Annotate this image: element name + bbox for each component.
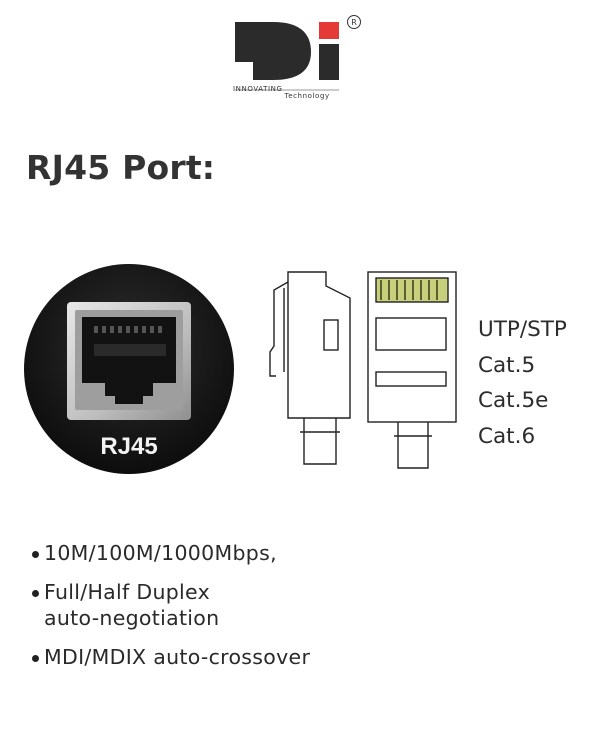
- di-logo: R: [235, 15, 361, 91]
- port-contacts: [94, 326, 162, 333]
- connector-front-slot: [375, 371, 447, 387]
- bullet-dot-icon: [32, 655, 39, 662]
- bullet-dot-icon: [32, 590, 39, 597]
- connector-front-boot: [397, 422, 429, 469]
- feature-item: 10M/100M/1000Mbps,: [32, 540, 310, 566]
- connector-front-body: [367, 271, 457, 423]
- rj45-port-photo: RJ45: [22, 262, 236, 476]
- connector-side-boot: [303, 418, 337, 465]
- connector-front-window: [375, 317, 447, 351]
- connector-side-body: [287, 271, 351, 419]
- connector-latch-clip: [269, 281, 289, 377]
- cable-type-item: Cat.5e: [478, 388, 549, 413]
- connector-front-pins: [380, 280, 438, 300]
- feature-text: MDI/MDIX auto-crossover: [44, 645, 311, 669]
- feature-item: Full/Half Duplex auto-negotiation: [32, 579, 310, 631]
- port-illustration: [24, 264, 234, 474]
- cable-type-item: Cat.6: [478, 423, 536, 449]
- feature-text: Full/Half Duplex auto-negotiation: [44, 580, 220, 630]
- logo-i-dot: [319, 22, 339, 39]
- port-opening: [82, 317, 176, 404]
- tagline-sub: Technology: [284, 92, 330, 100]
- logo-d-notch: [235, 62, 253, 80]
- port-label: RJ45: [100, 433, 158, 460]
- feature-item: MDI/MDIX auto-crossover: [32, 644, 310, 670]
- registered-mark: [347, 15, 361, 29]
- cable-type-item: UTP/STP: [478, 317, 567, 342]
- registered-letter: R: [351, 18, 357, 27]
- connector-side-window: [323, 319, 339, 351]
- tagline-main: INNOVATING: [233, 85, 283, 93]
- logo-i-stem: [319, 44, 339, 80]
- cable-type-item: Cat.5: [478, 352, 536, 378]
- feature-list: 10M/100M/1000Mbps, Full/Half Duplex auto…: [32, 540, 310, 683]
- rj45-connector-diagram: [269, 271, 457, 469]
- feature-text: 10M/100M/1000Mbps,: [44, 541, 277, 565]
- page-title: RJ45 Port:: [26, 148, 216, 187]
- logo-tagline: INNOVATINGTechnology: [233, 85, 330, 100]
- cable-type-list: UTP/STP Cat.5 Cat.5e Cat.6: [478, 312, 567, 454]
- connector-front-pins-area: [375, 277, 449, 303]
- bullet-dot-icon: [32, 551, 39, 558]
- port-contact-block: [94, 344, 166, 356]
- logo-d-shape: [235, 22, 311, 80]
